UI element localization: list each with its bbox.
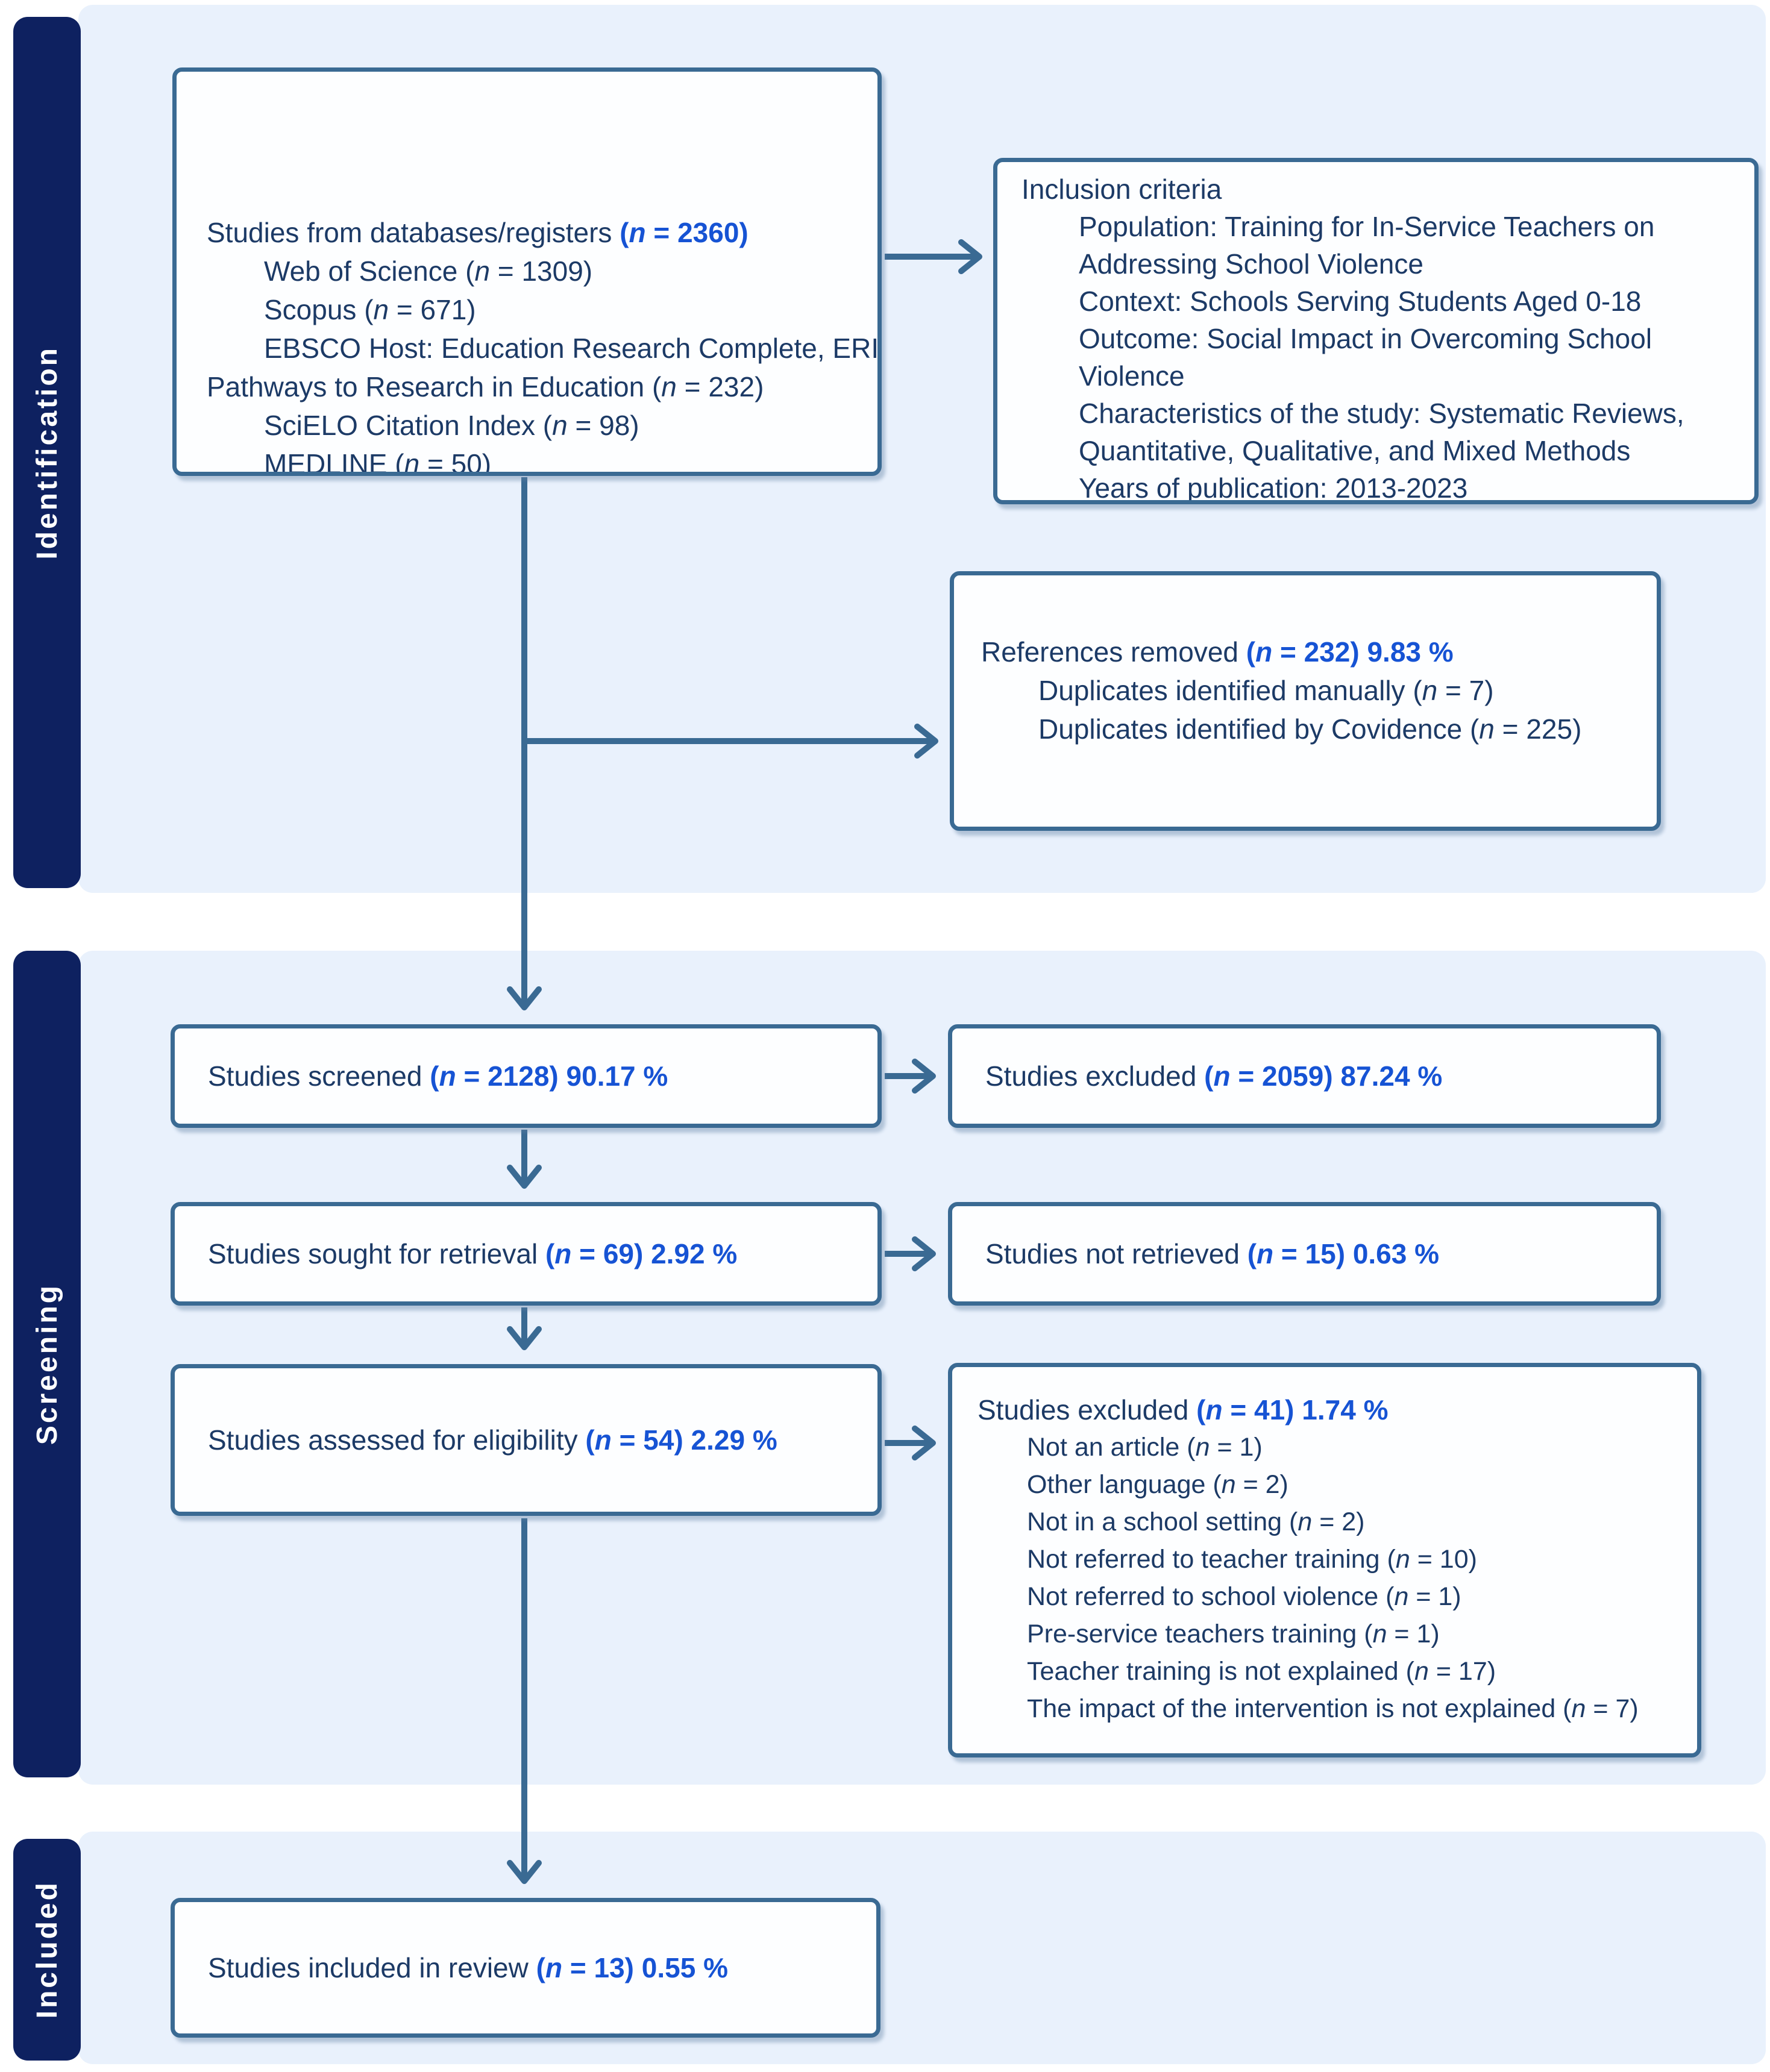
database-item: SciELO Citation Index (n = 98)	[264, 410, 639, 441]
inclusion-criteria-line: Violence	[1079, 360, 1185, 392]
studies-excluded-eligibility-title: Studies excluded	[978, 1394, 1189, 1426]
studies-screened-title: Studies screened	[208, 1060, 422, 1092]
inclusion-criteria-box: Inclusion criteria Population: Training …	[993, 158, 1759, 504]
studies-excluded-screening-box: Studies excluded (n = 2059) 87.24 %	[948, 1024, 1661, 1128]
studies-not-retrieved-title: Studies not retrieved	[985, 1238, 1240, 1269]
studies-sought-box: Studies sought for retrieval (n = 69) 2.…	[171, 1202, 882, 1306]
studies-included-count: (n = 13) 0.55 %	[536, 1952, 728, 1983]
studies-excluded-screening-count: (n = 2059) 87.24 %	[1204, 1060, 1443, 1092]
studies-not-retrieved-box: Studies not retrieved (n = 15) 0.63 %	[948, 1202, 1661, 1306]
studies-assessed-row: Studies assessed for eligibility (n = 54…	[208, 1421, 777, 1459]
studies-sought-title: Studies sought for retrieval	[208, 1238, 538, 1269]
databases-title: Studies from databases/registers	[207, 217, 612, 248]
inclusion-criteria-line: Addressing School Violence	[1079, 248, 1423, 280]
database-item: Scopus (n = 671)	[264, 294, 476, 325]
studies-assessed-count: (n = 54) 2.29 %	[585, 1424, 777, 1456]
exclusion-reason: Other language (n = 2)	[1027, 1470, 1288, 1499]
databases-registers-box: Studies from databases/registers (n = 23…	[172, 67, 882, 476]
database-item-continuation: Pathways to Research in Education (n = 2…	[207, 371, 764, 402]
exclusion-reason: Teacher training is not explained (n = 1…	[1027, 1657, 1496, 1686]
studies-included-row: Studies included in review (n = 13) 0.55…	[208, 1948, 728, 1987]
inclusion-criteria-line: Quantitative, Qualitative, and Mixed Met…	[1079, 435, 1631, 466]
studies-included-title: Studies included in review	[208, 1952, 529, 1983]
references-removed-title-row: References removed (n = 232) 9.83 %	[981, 633, 1657, 671]
exclusion-reason: Not an article (n = 1)	[1027, 1433, 1263, 1462]
inclusion-criteria-line: Years of publication: 2013-2023	[1079, 472, 1468, 504]
exclusion-reason: Not in a school setting (n = 2)	[1027, 1507, 1365, 1536]
database-item: MEDLINE (n = 50)	[264, 448, 492, 476]
studies-excluded-eligibility-row: Studies excluded (n = 41) 1.74 %	[978, 1391, 1697, 1429]
studies-excluded-eligibility-box: Studies excluded (n = 41) 1.74 % Not an …	[948, 1363, 1701, 1757]
identification-stage-band: Identification	[13, 17, 81, 888]
databases-title-row: Studies from databases/registers (n = 23…	[207, 213, 877, 252]
inclusion-criteria-line: Outcome: Social Impact in Overcoming Sch…	[1079, 323, 1652, 354]
studies-screened-count: (n = 2128) 90.17 %	[430, 1060, 668, 1092]
screening-stage-band: Screening	[13, 951, 81, 1777]
studies-excluded-eligibility-count: (n = 41) 1.74 %	[1196, 1394, 1389, 1426]
references-removed-item: Duplicates identified manually (n = 7)	[1038, 675, 1494, 706]
database-item: Web of Science (n = 1309)	[264, 255, 593, 287]
studies-screened-box: Studies screened (n = 2128) 90.17 %	[171, 1024, 882, 1128]
exclusion-reason: The impact of the intervention is not ex…	[1027, 1694, 1639, 1723]
studies-not-retrieved-row: Studies not retrieved (n = 15) 0.63 %	[985, 1235, 1439, 1273]
studies-sought-count: (n = 69) 2.92 %	[545, 1238, 738, 1269]
included-stage-band: Included	[13, 1839, 81, 2061]
identification-stage-label: Identification	[31, 345, 63, 560]
included-stage-label: Included	[31, 1880, 63, 2019]
studies-sought-row: Studies sought for retrieval (n = 69) 2.…	[208, 1235, 737, 1273]
studies-not-retrieved-count: (n = 15) 0.63 %	[1247, 1238, 1440, 1269]
exclusion-reason: Not referred to school violence (n = 1)	[1027, 1582, 1461, 1611]
references-removed-count: (n = 232) 9.83 %	[1246, 636, 1454, 668]
inclusion-criteria-line: Characteristics of the study: Systematic…	[1079, 398, 1684, 429]
references-removed-box: References removed (n = 232) 9.83 % Dupl…	[950, 571, 1661, 831]
studies-screened-row: Studies screened (n = 2128) 90.17 %	[208, 1057, 668, 1095]
studies-excluded-screening-row: Studies excluded (n = 2059) 87.24 %	[985, 1057, 1442, 1095]
inclusion-criteria-title: Inclusion criteria	[1022, 174, 1222, 205]
studies-assessed-box: Studies assessed for eligibility (n = 54…	[171, 1364, 882, 1516]
screening-stage-label: Screening	[31, 1283, 63, 1445]
studies-excluded-screening-title: Studies excluded	[985, 1060, 1197, 1092]
exclusion-reason: Not referred to teacher training (n = 10…	[1027, 1545, 1477, 1574]
studies-assessed-title: Studies assessed for eligibility	[208, 1424, 578, 1456]
databases-count: (n = 2360)	[620, 217, 748, 248]
inclusion-criteria-line: Population: Training for In-Service Teac…	[1079, 211, 1655, 242]
exclusion-reason: Pre-service teachers training (n = 1)	[1027, 1620, 1440, 1648]
database-item: EBSCO Host: Education Research Complete,…	[264, 333, 882, 364]
inclusion-criteria-line: Context: Schools Serving Students Aged 0…	[1079, 286, 1642, 317]
studies-included-box: Studies included in review (n = 13) 0.55…	[171, 1898, 880, 2038]
references-removed-title: References removed	[981, 636, 1238, 668]
references-removed-item: Duplicates identified by Covidence (n = …	[1038, 713, 1582, 745]
